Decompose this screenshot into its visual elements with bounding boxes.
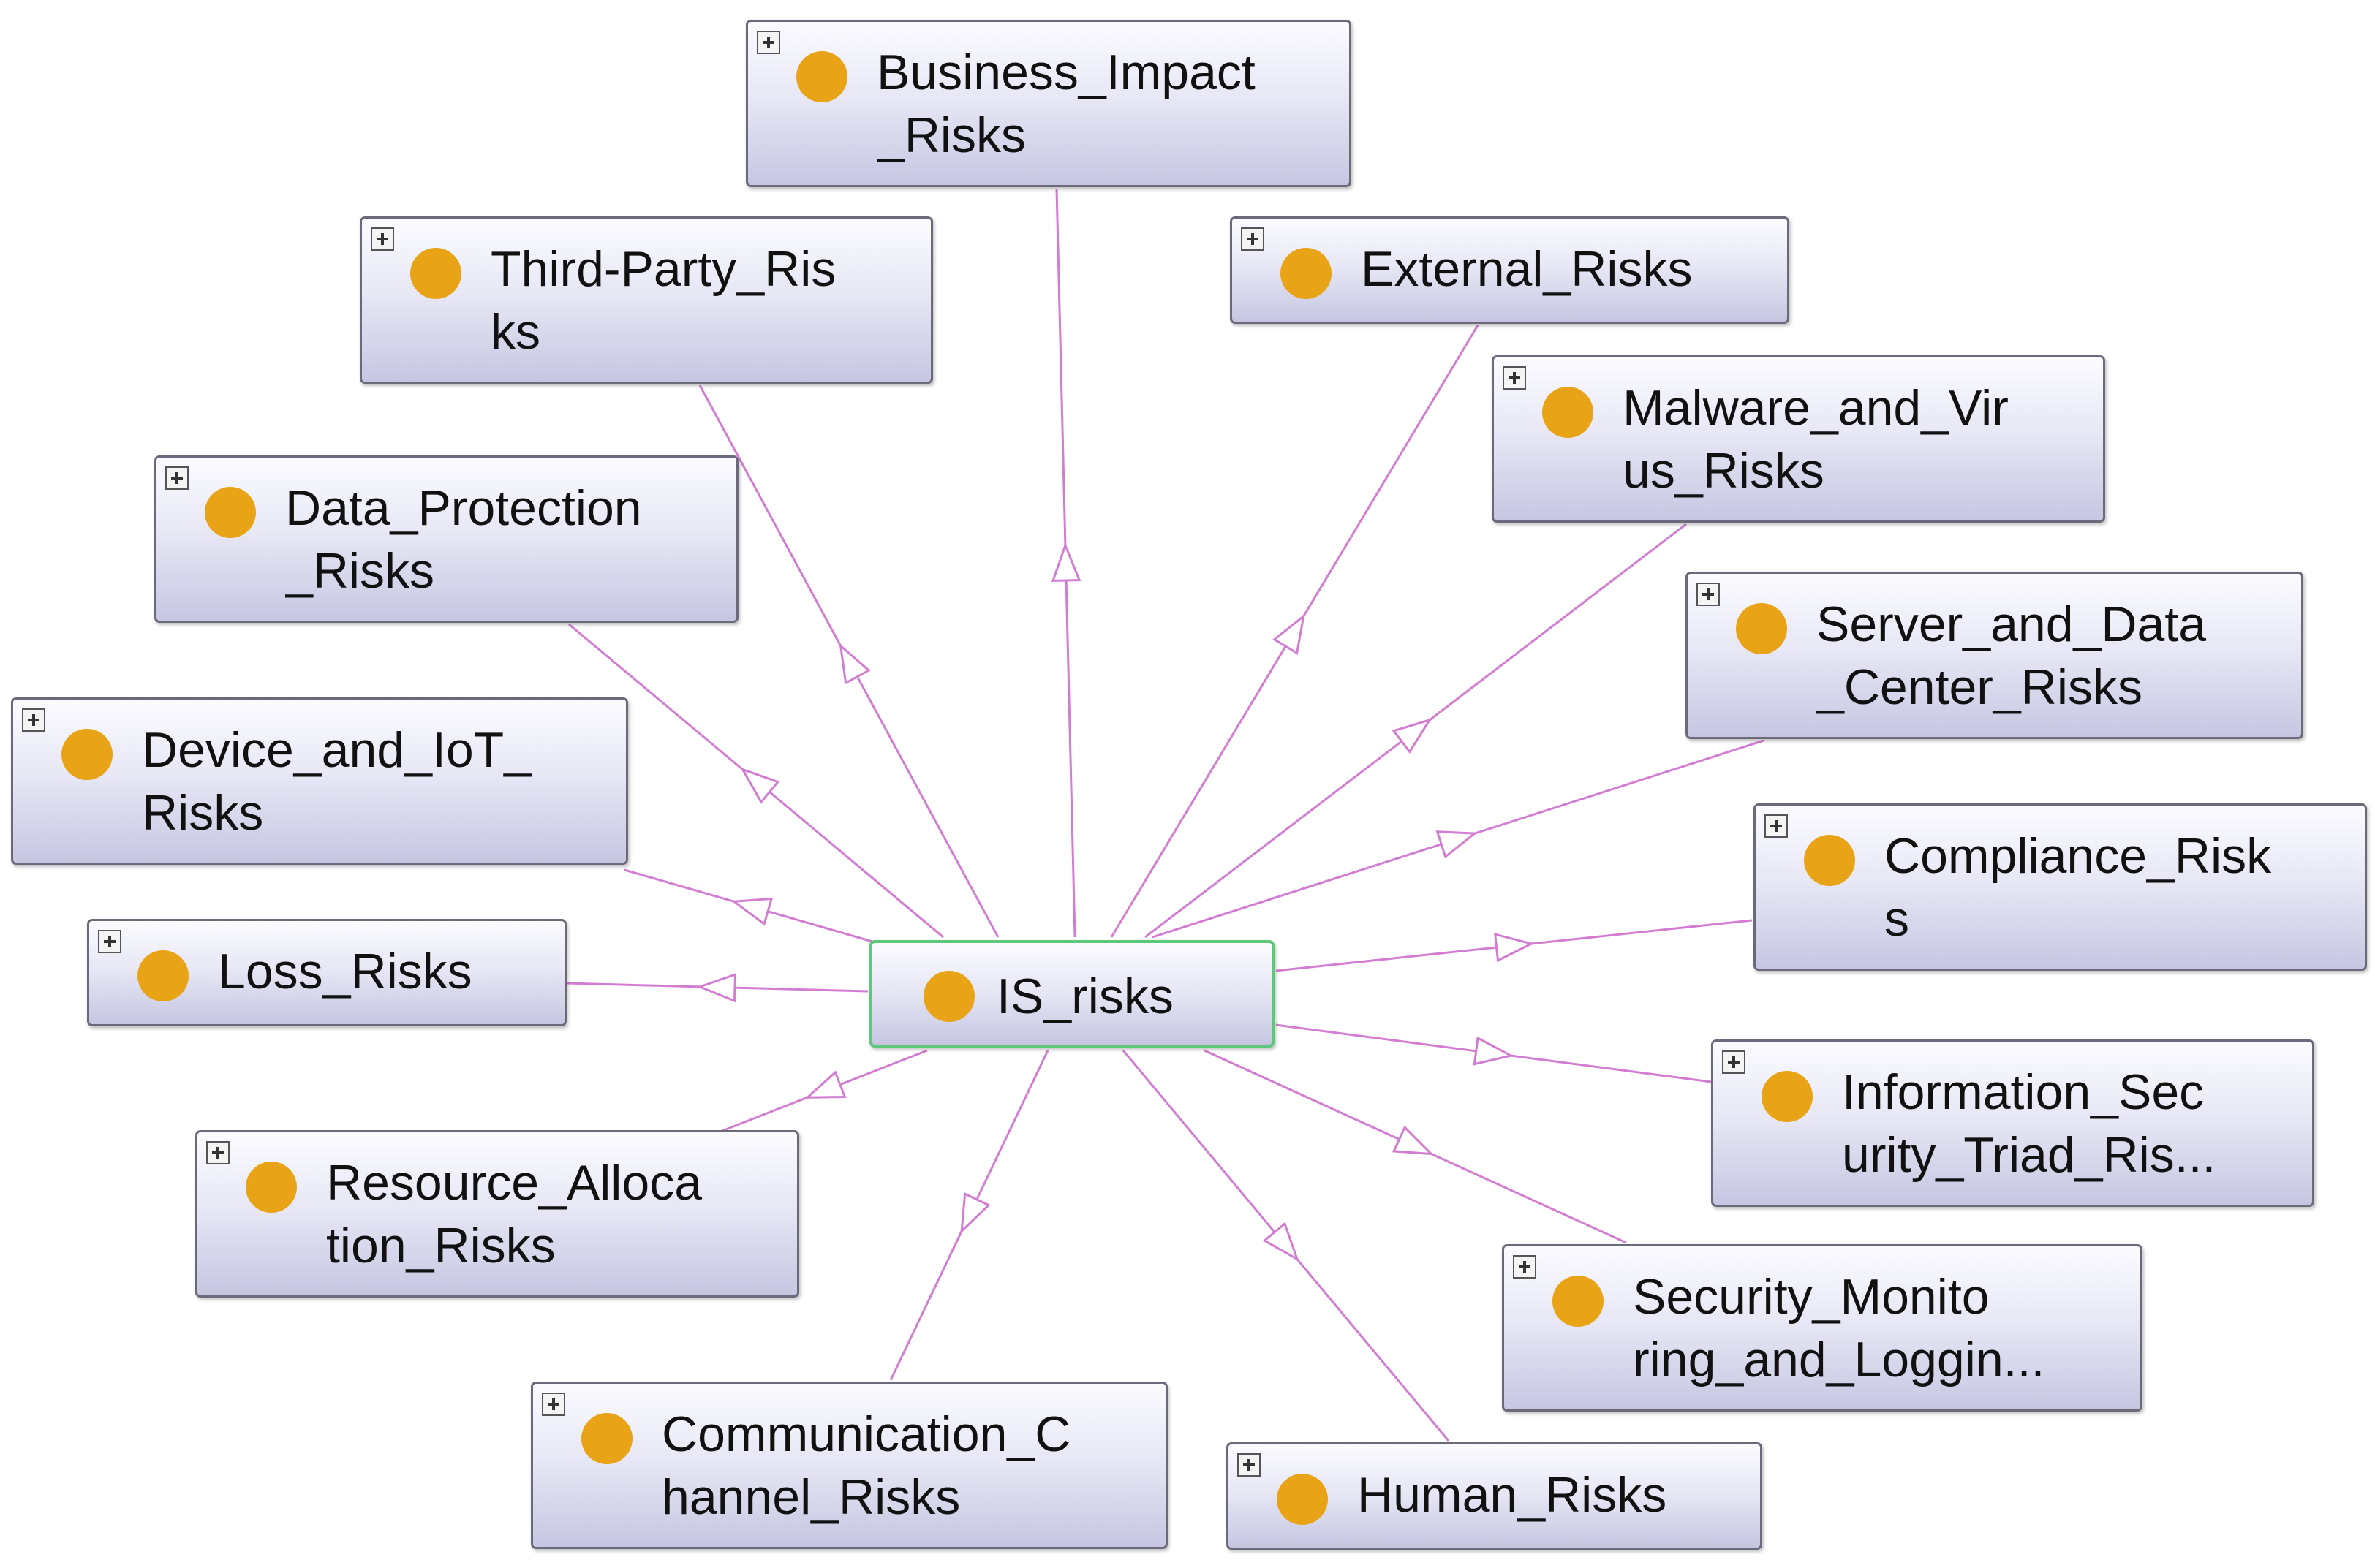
arrowhead-dev <box>730 897 774 926</box>
arrowhead-hum <box>1262 1222 1299 1262</box>
class-circle-icon <box>1277 1474 1328 1525</box>
class-circle-icon <box>1762 1071 1813 1122</box>
plus-box-icon[interactable] <box>98 930 121 953</box>
node-label: Device_and_IoT_ Risks <box>142 722 532 841</box>
node-external-risks[interactable]: External_Risks <box>1230 216 1789 324</box>
plus-box-icon[interactable] <box>542 1393 565 1416</box>
node-loss-risks[interactable]: Loss_Risks <box>87 919 567 1026</box>
arrowhead-mal <box>1392 718 1432 754</box>
arrowhead-loss <box>696 972 737 1003</box>
class-circle-icon <box>1804 835 1855 886</box>
node-resource-allocation-risks[interactable]: Resource_Alloca tion_Risks <box>195 1130 799 1298</box>
arrowhead-comp <box>1493 933 1535 963</box>
node-information-security-triad-risks[interactable]: Information_Sec urity_Triad_Ris... <box>1711 1039 2314 1207</box>
plus-box-icon[interactable] <box>165 466 189 490</box>
plus-box-icon[interactable] <box>1237 1453 1261 1477</box>
node-label: Resource_Alloca tion_Risks <box>326 1155 703 1273</box>
arrowhead-srv <box>1435 830 1478 859</box>
class-circle-icon <box>61 729 113 780</box>
node-third-party-risks[interactable]: Third-Party_Ris ks <box>360 216 933 384</box>
node-business-impact-risks[interactable]: Business_Impact _Risks <box>746 20 1351 187</box>
node-communication-channel-risks[interactable]: Communication_C hannel_Risks <box>531 1382 1168 1549</box>
class-circle-icon <box>1280 248 1332 299</box>
node-human-risks[interactable]: Human_Risks <box>1226 1442 1762 1550</box>
node-label: IS_risks <box>997 969 1174 1024</box>
plus-box-icon[interactable] <box>1513 1255 1536 1279</box>
plus-box-icon[interactable] <box>206 1141 230 1164</box>
node-label: Malware_and_Vir us_Risks <box>1623 380 2009 499</box>
plus-box-icon[interactable] <box>1764 814 1788 838</box>
class-circle-icon <box>796 51 847 102</box>
class-circle-icon <box>137 950 189 1001</box>
arrowhead-third <box>839 643 871 685</box>
node-malware-and-virus-risks[interactable]: Malware_and_Vir us_Risks <box>1492 355 2105 523</box>
node-is-risks[interactable]: IS_risks <box>869 940 1275 1048</box>
arrowhead-info <box>1473 1036 1514 1066</box>
class-circle-icon <box>924 971 975 1022</box>
class-circle-icon <box>246 1162 297 1213</box>
node-label: Loss_Risks <box>218 944 472 999</box>
plus-box-icon[interactable] <box>1503 366 1526 390</box>
arrowhead-ext <box>1272 613 1305 655</box>
node-label: External_Risks <box>1361 241 1693 297</box>
arrowhead-res <box>804 1070 847 1099</box>
plus-box-icon[interactable] <box>1696 583 1720 606</box>
plus-box-icon[interactable] <box>22 708 45 732</box>
arrowhead-biz <box>1051 542 1081 582</box>
plus-box-icon[interactable] <box>757 31 780 54</box>
node-label: Information_Sec urity_Triad_Ris... <box>1842 1064 2216 1183</box>
node-label: Business_Impact _Risks <box>877 45 1256 163</box>
class-circle-icon <box>581 1413 633 1464</box>
node-label: Human_Risks <box>1357 1467 1667 1523</box>
node-device-and-iot-risks[interactable]: Device_and_IoT_ Risks <box>11 697 628 865</box>
class-circle-icon <box>1736 603 1787 654</box>
plus-box-icon[interactable] <box>371 227 394 251</box>
arrowhead-datap <box>740 767 780 804</box>
node-label: Third-Party_Ris ks <box>491 241 837 360</box>
class-circle-icon <box>1552 1276 1604 1327</box>
plus-box-icon[interactable] <box>1241 227 1264 251</box>
arrowhead-sec <box>1392 1125 1435 1156</box>
node-label: Communication_C hannel_Risks <box>662 1406 1071 1525</box>
node-label: Compliance_Risk s <box>1884 828 2272 947</box>
class-circle-icon <box>205 487 256 538</box>
node-compliance-risks[interactable]: Compliance_Risk s <box>1753 803 2367 971</box>
class-circle-icon <box>410 248 461 299</box>
node-server-and-data-center-risks[interactable]: Server_and_Data _Center_Risks <box>1685 572 2303 739</box>
node-label: Data_Protection _Risks <box>285 480 642 599</box>
arrowhead-commc <box>960 1192 991 1235</box>
node-label: Server_and_Data _Center_Risks <box>1816 596 2207 715</box>
node-data-protection-risks[interactable]: Data_Protection _Risks <box>154 455 739 623</box>
class-circle-icon <box>1542 387 1593 438</box>
plus-box-icon[interactable] <box>1722 1050 1745 1074</box>
node-security-monitoring-and-logging-risks[interactable]: Security_Monito ring_and_Loggin... <box>1502 1244 2142 1412</box>
node-label: Security_Monito ring_and_Loggin... <box>1633 1269 2045 1387</box>
